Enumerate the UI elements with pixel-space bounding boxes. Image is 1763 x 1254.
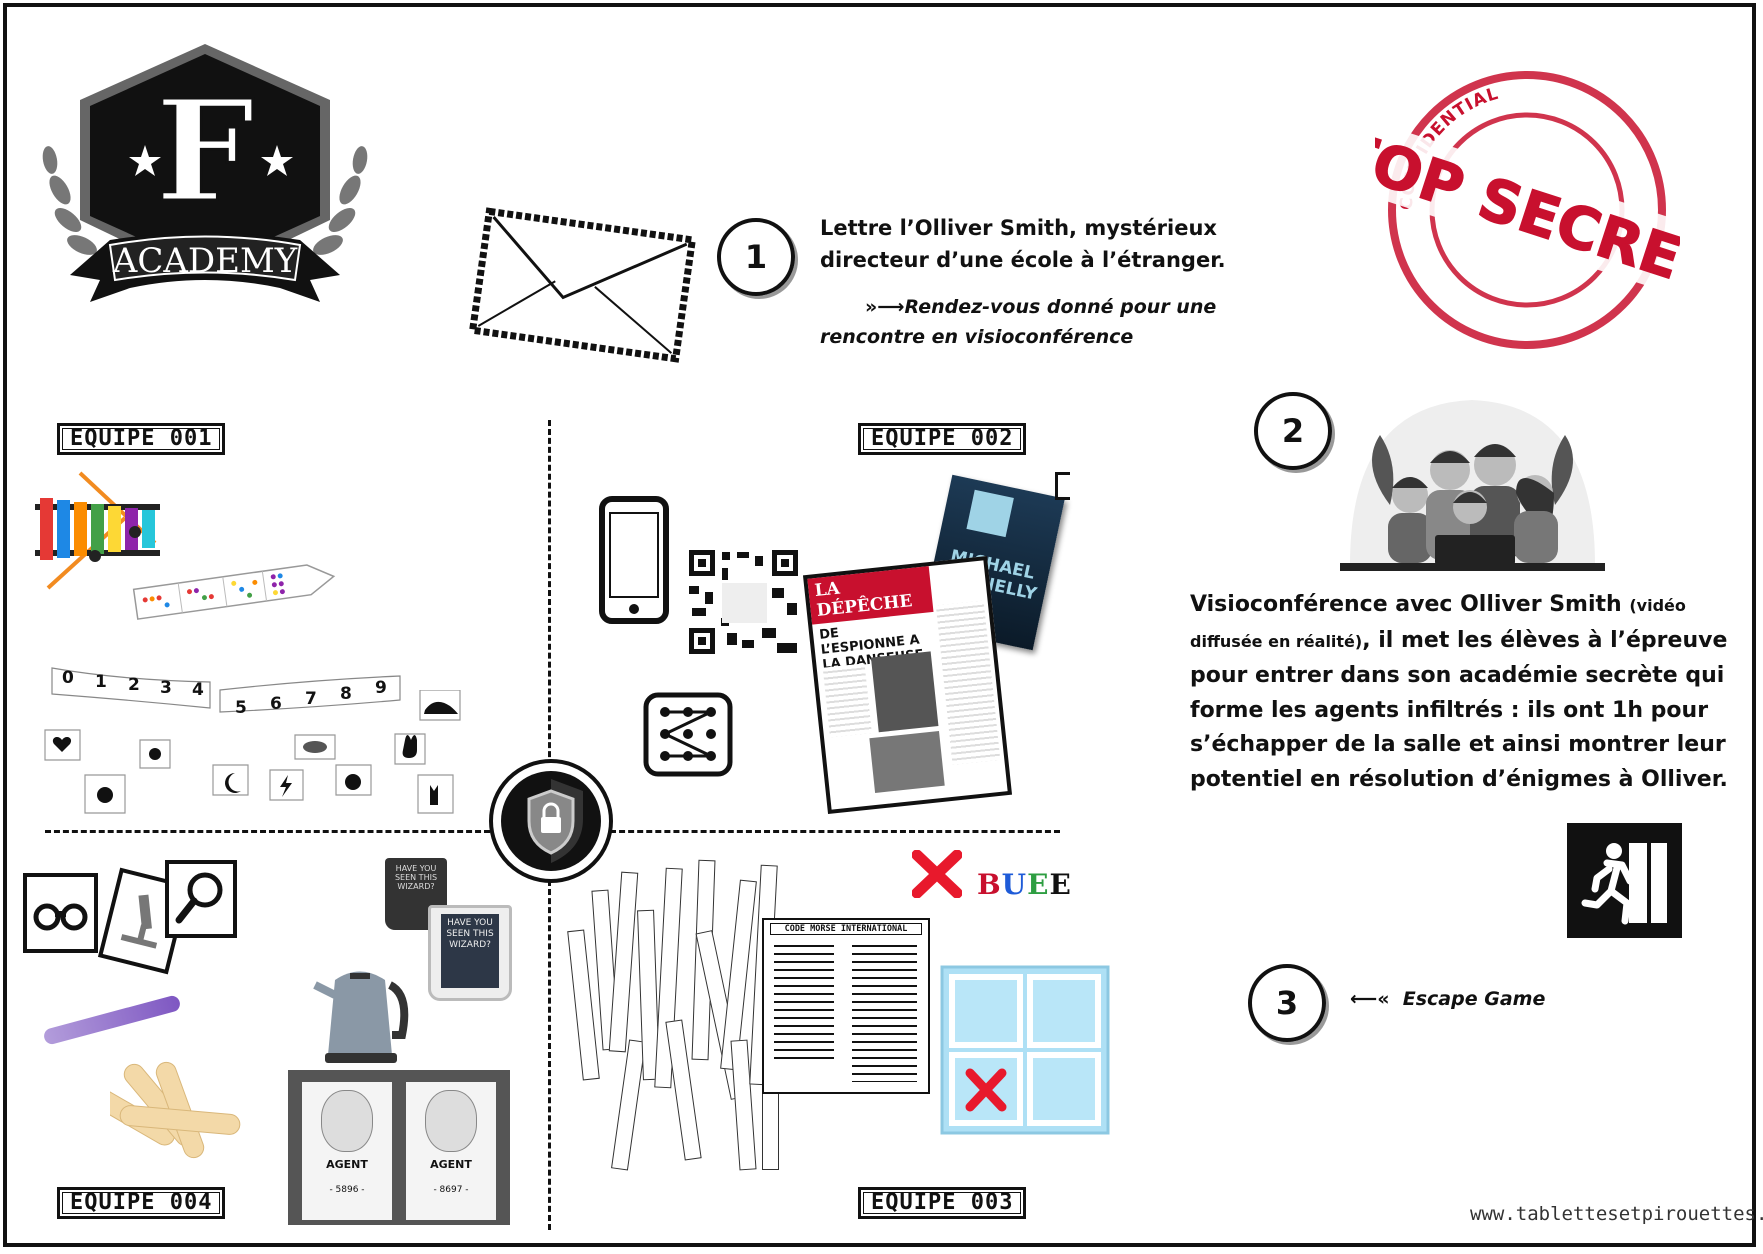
step-3-note-text: Escape Game [1402,988,1546,1010]
cloud-icon [303,741,327,753]
arrow-right-icon: »⟶ [865,296,905,318]
step-1-note-text: Rendez-vous donné pour une rencontre en … [820,296,1217,348]
page-frame [3,3,1756,1247]
logo-letter: F [155,70,254,234]
digit-1: 1 [95,672,107,692]
digit-4: 4 [192,680,204,700]
digit-2: 2 [128,675,140,695]
website-url: www.tablettesetpirouettes.com [1470,1203,1763,1225]
team-label-001: EQUIPE 001 [57,423,226,455]
microscope-icon [120,894,158,949]
stamp-main-text: TOP SECRET [1375,117,1680,305]
lightning-icon [280,775,292,797]
digit-0: 0 [62,668,74,688]
digit-5: 5 [235,698,247,718]
step-2-title: Visioconférence avec Olliver Smith [1190,592,1622,617]
color-code-strip [132,564,336,620]
symbol-tags [44,690,461,814]
envelope-icon [468,207,697,363]
agent-1-label: AGENT [326,1158,368,1171]
digit-3: 3 [160,678,172,698]
red-cross-icon [912,850,962,898]
agent-2-label: AGENT [430,1158,472,1171]
step-1-note: »⟶Rendez-vous donné pour une rencontre e… [820,292,1280,352]
kettle-icon [313,971,409,1063]
flower-icon [149,748,161,760]
step-1-title: Lettre l’Olliver Smith, mystérieux direc… [820,216,1226,272]
corner-bracket [1055,472,1070,500]
emergency-exit-icon [1567,823,1682,938]
divider-horizontal-right [610,830,1060,833]
step-2-number: 2 [1254,392,1332,470]
team-label-003: EQUIPE 003 [858,1187,1027,1219]
qr-code-icon [687,548,802,658]
step-2-description: Visioconférence avec Olliver Smith (vidé… [1190,588,1735,797]
colored-word-letter-1: B [977,868,1002,901]
smartphone-icon [599,496,669,624]
arrow-left-icon: ⟵« [1350,988,1390,1010]
team-label-004: EQUIPE 004 [57,1187,226,1219]
handwritten-strips [567,859,779,1180]
step-2-body: , il met les élèves à l’épreuve pour ent… [1190,627,1728,792]
sun-icon [97,787,113,803]
cat-icon [430,785,438,805]
step-1-number: 1 [717,218,795,296]
mouse-icon [424,701,458,714]
agent-1-code: - 5896 - [329,1185,365,1195]
divider-vertical-bottom [548,880,551,1230]
digit-6: 6 [270,694,282,714]
agent-card-2: AGENT - 8697 - [406,1082,496,1220]
pattern-lock-icon [643,692,733,777]
divider-vertical-top [548,420,551,775]
digit-7: 7 [305,689,317,709]
card-microscope [97,867,191,975]
lock-shield-icon [489,759,613,883]
laurel-left-icon [42,146,97,255]
video-call-people-illustration [1340,400,1605,571]
card-binoculars [23,873,98,953]
morse-title: CODE MORSE INTERNATIONAL [770,923,922,935]
magnifier-icon [175,872,223,924]
rabbit-icon [402,735,417,758]
academy-logo: F ACADEMY [42,44,368,302]
mug-2-text: HAVE YOU SEEN THIS WIZARD? [441,914,499,988]
agent-cards-panel: AGENT - 5896 - AGENT - 8697 - [288,1070,510,1225]
step-2-title-note: (vidéo diffusée en réalité) [1190,596,1686,651]
mug-1-text: HAVE YOU SEEN THIS WIZARD? [394,864,438,891]
digit-bunting-row: 0 1 2 3 4 5 6 7 8 9 [50,660,470,720]
colored-word-letter-4: E [1049,868,1072,901]
colored-word-letter-2: U [1001,868,1028,901]
binoculars-icon [33,903,88,931]
card-magnifier [165,860,237,938]
step-3-number: 3 [1248,964,1326,1042]
moon-icon [225,773,241,793]
heart-icon [52,737,72,752]
team-label-002: EQUIPE 002 [858,423,1027,455]
popsicle-sticks-icon [110,1061,241,1159]
laurel-right-icon [313,146,368,255]
top-secret-stamp: CONFIDENTIAL TOP SECRET [1375,71,1680,349]
agent-card-1: AGENT - 5896 - [302,1082,392,1220]
digit-8: 8 [340,684,352,704]
colored-word: BUEE [977,868,1072,901]
logo-word: ACADEMY [112,241,298,281]
digit-9: 9 [375,678,387,698]
mug-2: HAVE YOU SEEN THIS WIZARD? [428,905,512,1001]
colored-word-letter-3: E [1027,868,1050,901]
newspaper: LA DÉPÊCHE DE L’ESPIONNE A LA DANSEUSE [802,555,1013,815]
step-3-note: ⟵« Escape Game [1350,984,1545,1014]
window-icon [940,965,1110,1135]
vader-icon [345,774,361,790]
agent-2-code: - 8697 - [433,1185,469,1195]
xylophone-icon [35,471,160,590]
morse-code-sheet: CODE MORSE INTERNATIONAL [762,918,930,1094]
divider-horizontal-left [45,830,490,833]
